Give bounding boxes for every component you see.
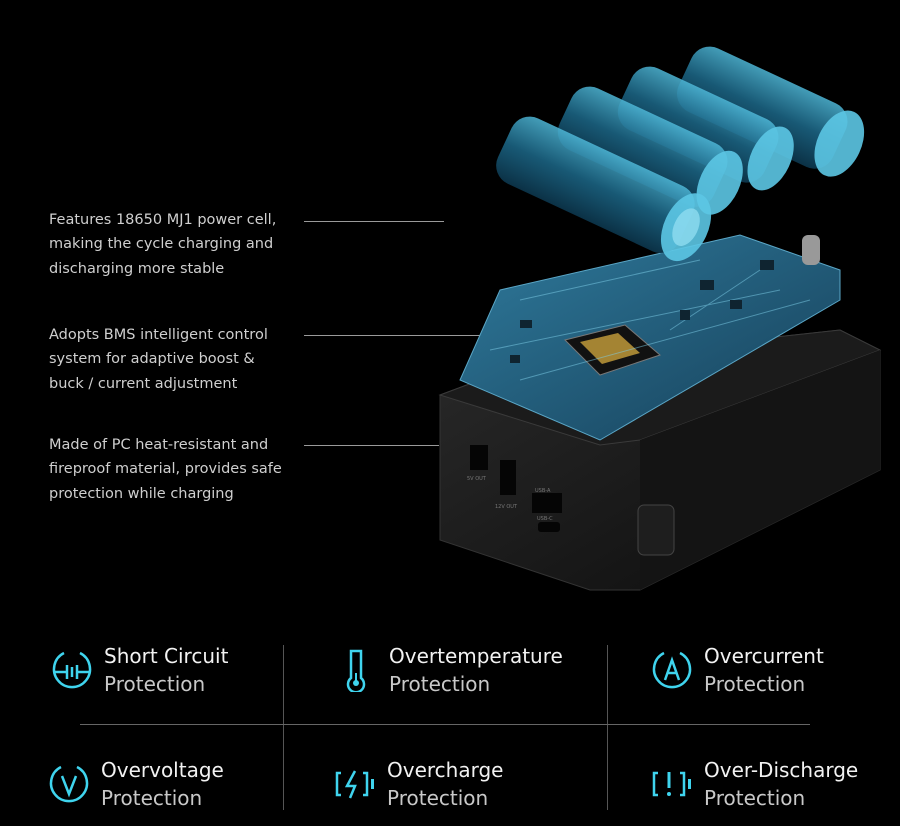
ampere-icon [652, 651, 692, 689]
leader-line [304, 335, 504, 336]
feature-line: buck / current adjustment [49, 375, 238, 392]
protection-subtitle: Protection [704, 786, 806, 810]
grid-divider [607, 645, 608, 810]
protection-subtitle: Protection [104, 672, 206, 696]
feature-line: Adopts BMS intelligent control [49, 327, 268, 343]
feature-line: protection while charging [49, 485, 234, 502]
feature-line: making the cycle charging and [49, 236, 274, 253]
protection-title: Overcharge [387, 758, 504, 782]
feature-line: Features 18650 MJ1 power cell, [49, 212, 277, 228]
capacitor [802, 235, 820, 265]
battery-alert-icon [652, 771, 691, 797]
leader-line [304, 221, 444, 222]
feature-housing: Made of PC heat-resistant and fireproof … [49, 433, 309, 506]
feature-battery-cells: Features 18650 MJ1 power cell, making th… [49, 208, 309, 281]
protection-title: Overvoltage [101, 758, 224, 782]
protection-subtitle: Protection [704, 672, 806, 696]
protection-title: Overcurrent [704, 644, 824, 668]
battery-bolt-icon [335, 770, 374, 799]
power-bank-exploded-illustration: 5V OUT 12V OUT USB-A USB-C [438, 46, 882, 591]
feature-line: fireproof material, provides safe [49, 461, 282, 478]
protection-title: Short Circuit [104, 644, 229, 668]
protection-subtitle: Protection [387, 786, 489, 810]
protection-title: Over-Discharge [704, 758, 859, 782]
grid-divider [283, 645, 284, 810]
port-label: USB-A [535, 488, 551, 494]
short-circuit-icon [52, 651, 92, 689]
protection-subtitle: Protection [101, 786, 203, 810]
volt-icon [49, 765, 89, 803]
leader-line [304, 445, 439, 446]
feature-line: Made of PC heat-resistant and [49, 437, 269, 453]
port-label: 5V OUT [467, 476, 487, 482]
feature-line: system for adaptive boost & [49, 351, 255, 368]
feature-bms: Adopts BMS intelligent control system fo… [49, 323, 309, 396]
protection-title: Overtemperature [389, 644, 563, 668]
battery-cells [496, 46, 865, 262]
pcb-board [459, 234, 841, 441]
port-label: 12V OUT [495, 504, 518, 510]
power-button [637, 504, 675, 556]
thermometer-icon [346, 649, 366, 692]
port-label: USB-C [537, 516, 553, 522]
feature-line: discharging more stable [49, 260, 225, 277]
protection-subtitle: Protection [389, 672, 491, 696]
grid-divider [80, 724, 810, 725]
